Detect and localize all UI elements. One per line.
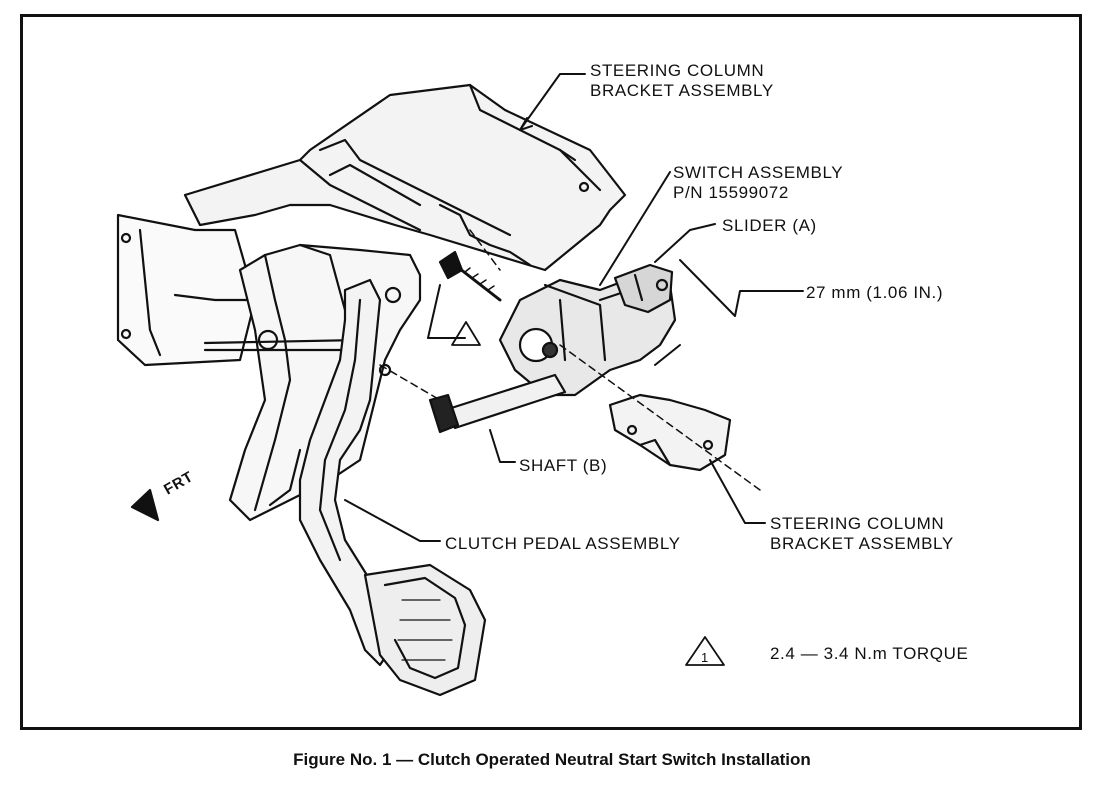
leader-lines [344,73,804,542]
label-clutch-pedal: CLUTCH PEDAL ASSEMBLY [445,534,681,553]
label-steering-column-bottom-2: BRACKET ASSEMBLY [770,534,954,553]
label-torque-marker: 1 [701,650,709,665]
left-mounting-plate [116,213,257,367]
slider [613,263,674,314]
front-arrow-icon [130,488,160,522]
steering-column-bracket-upper [183,83,627,272]
centerline-pedal [379,364,441,401]
label-steering-column-bottom-1: STEERING COLUMN [770,514,945,533]
push-rod [203,338,362,345]
label-shaft: SHAFT (B) [519,456,608,475]
centerline-screw [469,229,501,271]
steering-column-bracket-lower [608,393,732,472]
label-dimension: 27 mm (1.06 IN.) [806,283,944,302]
label-torque-spec: 2.4 — 3.4 N.m TORQUE [770,644,969,663]
label-steering-column-top-2: BRACKET ASSEMBLY [590,81,774,100]
shaft [428,373,567,434]
figure-frame [20,14,1082,730]
label-switch-assembly-2: P/N 15599072 [673,183,789,202]
label-steering-column-top-1: STEERING COLUMN [590,61,765,80]
label-switch-assembly-1: SWITCH ASSEMBLY [673,163,844,182]
torque-triangle-marker [427,284,481,346]
label-slider: SLIDER (A) [722,216,817,235]
clutch-pedal-pad [363,563,487,697]
torque-legend-triangle [685,636,725,666]
mounting-screw [438,250,502,302]
centerline-switch [559,344,761,491]
figure-caption: Figure No. 1 — Clutch Operated Neutral S… [293,750,811,769]
